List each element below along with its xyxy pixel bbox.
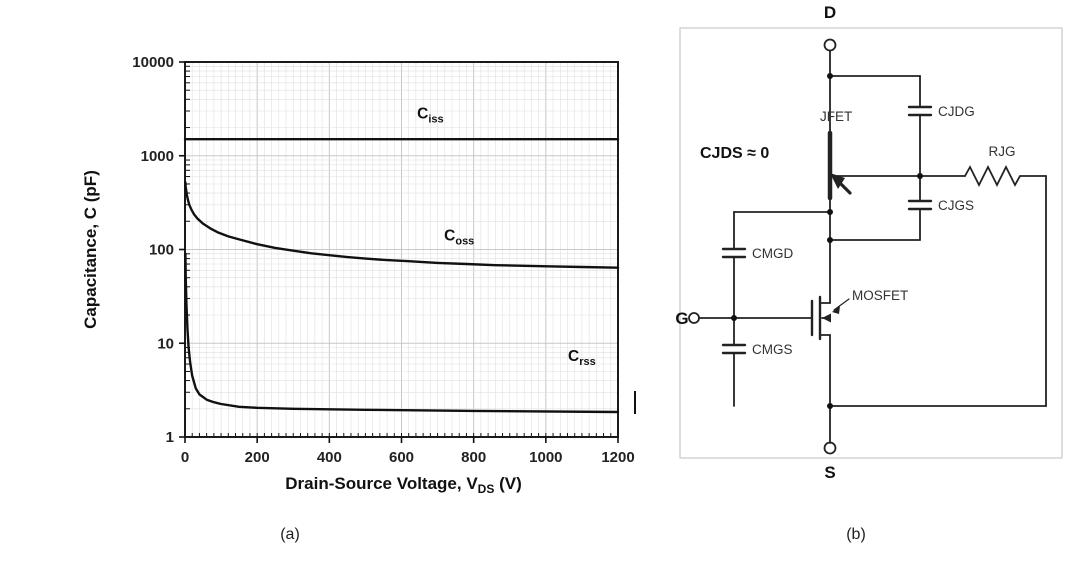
x-axis-title: Drain-Source Voltage, VDS (V) [285,474,521,496]
curve-Coss [184,181,620,269]
mosfet-pointer [833,298,850,311]
drain-label: D [824,3,836,22]
source-terminal-node [823,441,837,455]
curve-label-Crss: Crss [568,348,596,368]
x-tick-label: 600 [389,449,414,466]
circuit-wires [679,27,1063,459]
jfet-label: JFET [820,109,852,124]
capacitance-chart: 0 200 400 600 800 1000 1200 1 10 100 1000 10000Ciss… [81,54,635,496]
x-tick-label: 400 [317,449,342,466]
x-tick-label: 1200 [601,449,634,466]
y-tick-label: 1 [166,429,174,446]
x-tick-label: 0 [181,449,189,466]
y-tick-label: 100 [149,242,174,259]
mosfet-pointer-arrowhead [832,306,840,314]
mosfet-label: MOSFET [852,288,908,303]
gate-terminal-node [688,312,700,324]
y-tick-label: 10000 [132,54,174,71]
junction-dots [731,73,923,409]
cjgs-label: CJGS [938,198,974,213]
arrowheads [822,173,845,323]
cmgs-label: CMGS [752,342,793,357]
circuit-frame [679,27,1063,459]
caption-a: (a) [280,526,300,543]
caption-b: (b) [846,526,866,543]
cjds-note: CJDS ≈ 0 [700,145,769,162]
curve-label-Ciss: Ciss [417,105,444,125]
text-cursor-artifact [634,391,636,414]
circuit-labels: D G S CJDS ≈ 0 JFET CJDG RJG CJGS CMGD M… [675,3,1015,482]
x-tick-label: 1000 [529,449,562,466]
rjg-resistor [964,164,1047,188]
rjg-label: RJG [989,144,1016,159]
cmgd-label: CMGD [752,246,793,261]
mosfet-body-arrowhead [822,313,831,323]
source-label: S [824,463,835,482]
x-tick-label: 200 [245,449,270,466]
drain-terminal-node [823,38,837,52]
cjdg-label: CJDG [938,104,975,119]
y-tick-label: 1000 [141,148,174,165]
y-tick-label: 10 [157,335,174,352]
curve-label-Coss: Coss [444,227,474,247]
y-axis-title: Capacitance, C (pF) [81,170,100,329]
mosfet-capacitance-circuit: D G S CJDS ≈ 0 JFET CJDG RJG CJGS CMGD M… [675,3,1063,482]
jfet-arrowhead [830,173,845,189]
gate-label: G [675,309,688,328]
curve-Crss [184,252,620,414]
x-tick-label: 800 [461,449,486,466]
